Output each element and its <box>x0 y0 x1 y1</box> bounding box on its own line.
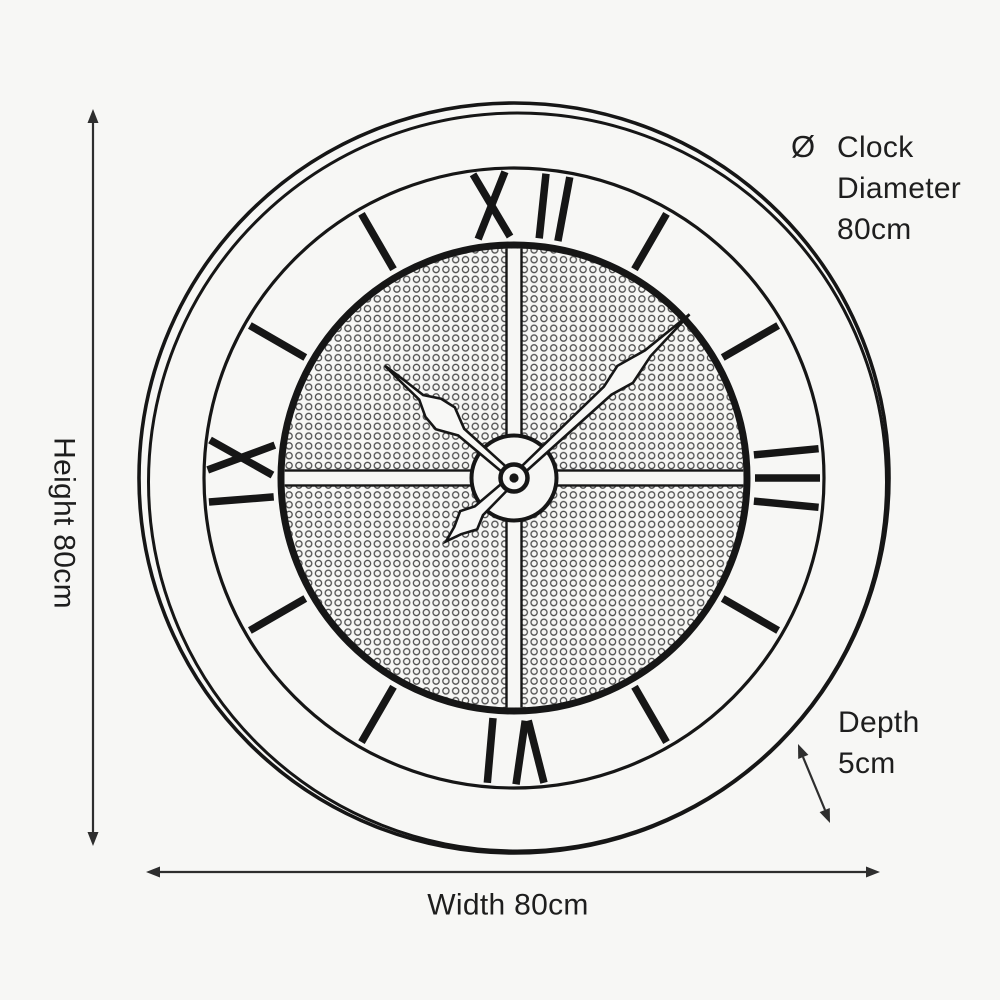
arrowhead-upleft <box>798 744 809 760</box>
arrowhead-up <box>87 109 99 123</box>
diameter-value: 80cm <box>837 213 912 246</box>
width-dimension-arrow <box>146 866 880 878</box>
hour-tick-2 <box>720 322 781 361</box>
diameter-word-diameter: Diameter <box>837 172 962 205</box>
hour-tick-1 <box>631 211 670 272</box>
clock-outer-rim <box>137 101 891 855</box>
numeral-6-vi <box>483 717 548 785</box>
numeral-3-iii <box>753 444 820 512</box>
arrowhead-left <box>146 866 160 878</box>
depth-value: 5cm <box>838 747 896 780</box>
hour-ticks <box>247 211 781 745</box>
hour-hand-blade <box>384 364 514 479</box>
arrowhead-right <box>866 866 880 878</box>
depth-dimension-arrow <box>798 744 830 823</box>
diameter-label-line1: Ø Clock <box>791 126 961 168</box>
hour-tick-4 <box>720 595 781 634</box>
hub-center-dot <box>509 473 519 483</box>
hour-tick-8 <box>247 595 308 634</box>
chapter-ring-circle <box>202 166 826 790</box>
numeral-stroke-x <box>469 170 514 241</box>
minute-hand <box>442 313 691 545</box>
numeral-9-ix <box>206 436 277 506</box>
hour-tick-10 <box>247 322 308 361</box>
diameter-word-clock: Clock <box>837 131 914 164</box>
hour-tick-11 <box>358 211 397 272</box>
clock-rim-inner-edge <box>147 111 888 853</box>
width-label: Width 80cm <box>427 888 589 922</box>
numeral-stroke-i <box>535 173 550 239</box>
hour-tick-7 <box>358 684 397 745</box>
arrowhead-down <box>87 832 99 846</box>
depth-label: Depth 5cm <box>838 702 920 784</box>
diameter-label: Ø Clock Diameter 80cm <box>791 126 961 250</box>
depth-word: Depth <box>838 706 920 739</box>
wall-clock <box>137 101 891 855</box>
arrowhead-downright <box>819 807 830 823</box>
minute-hand-tail <box>442 477 515 545</box>
height-label: Height 80cm <box>47 437 81 609</box>
numeral-stroke-x <box>206 436 277 479</box>
height-dimension-arrow <box>87 109 99 846</box>
numeral-12-xii <box>469 170 574 242</box>
hour-hand <box>384 364 514 479</box>
diameter-symbol-icon: Ø <box>791 129 816 164</box>
minute-hand-blade <box>514 313 691 479</box>
hour-tick-5 <box>631 684 670 745</box>
numeral-stroke-v <box>512 719 548 785</box>
numeral-stroke-i <box>554 176 574 242</box>
